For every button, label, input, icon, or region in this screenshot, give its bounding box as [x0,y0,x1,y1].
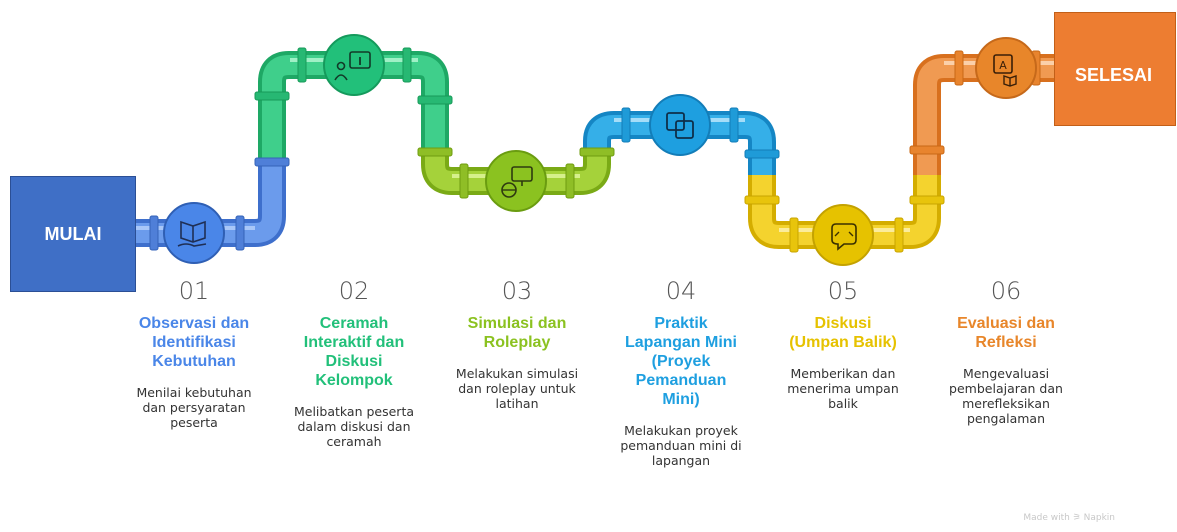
step-number: 05 [827,277,859,305]
end-label: SELESAI [1075,65,1153,85]
step-02: 02 Ceramah Interaktif dan Diskusi Kelomp… [279,276,429,449]
step-05: 05 Diskusi (Umpan Balik) Memberikan dan … [768,276,918,411]
watermark: Made with ⚞ Napkin [1023,513,1115,523]
step-06: 06 Evaluasi dan Refleksi Mengevaluasi pe… [931,276,1081,426]
open-book-hand-icon [163,202,225,264]
step-title: Praktik Lapangan Mini (Proyek Pemanduan … [625,315,737,408]
step-number: 04 [665,277,697,305]
step-title: Observasi dan Identifikasi Kebutuhan [138,315,250,370]
step-number: 02 [338,277,370,305]
start-box: MULAI [10,176,136,292]
step-title: Diskusi (Umpan Balik) [789,315,897,351]
step-description: Melakukan simulasi dan roleplay untuk la… [455,366,579,411]
step-title: Simulasi dan Roleplay [467,315,567,351]
step-description: Melakukan proyek pemanduan mini di lapan… [620,423,742,468]
translate-book-icon: A [975,37,1037,99]
feedback-loop-icon [812,204,874,266]
overlapping-squares-icon [649,94,711,156]
step-description: Memberikan dan menerima umpan balik [787,366,899,411]
step-number: 06 [990,277,1022,305]
step-01: 01 Observasi dan Identifikasi Kebutuhan … [119,276,269,430]
step-title: Ceramah Interaktif dan Diskusi Kelompok [303,315,405,389]
end-box: SELESAI [1054,12,1176,126]
start-label: MULAI [44,223,102,244]
driving-simulator-icon [485,150,547,212]
step-title: Evaluasi dan Refleksi [957,315,1055,351]
step-description: Mengevaluasi pembelajaran dan merefleksi… [949,366,1063,426]
step-04: 04 Praktik Lapangan Mini (Proyek Pemandu… [606,276,756,468]
step-description: Melibatkan peserta dalam diskusi dan cer… [293,404,415,449]
step-number: 01 [178,277,210,305]
step-number: 03 [501,277,533,305]
pipe-joints [149,47,1041,253]
svg-text:A: A [999,59,1007,72]
step-description: Menilai kebutuhan dan persyaratan pesert… [136,385,252,430]
step-03: 03 Simulasi dan Roleplay Melakukan simul… [442,276,592,411]
presenter-info-icon [323,34,385,96]
